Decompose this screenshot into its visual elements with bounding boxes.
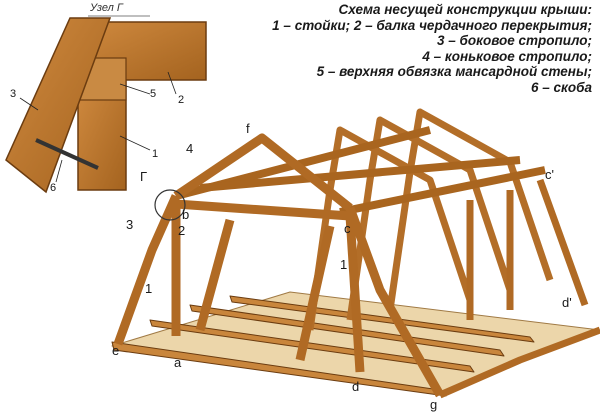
legend-line: 6 – скоба — [531, 79, 592, 95]
label-a: a — [174, 355, 182, 370]
legend-title: Схема несущей конструкции крыши: — [338, 2, 592, 17]
label-b: b — [182, 207, 190, 222]
legend-line: 3 – боковое стропило; — [437, 33, 592, 49]
front-side-rafter-left — [113, 194, 181, 346]
label-4: 4 — [186, 141, 194, 156]
legend: Схема несущей конструкции крыши: 1 – сто… — [262, 2, 592, 96]
front-side-rafter-right — [345, 206, 444, 398]
label-3: 3 — [126, 217, 134, 232]
label-d-prime: d' — [562, 295, 572, 310]
label-f: f — [246, 121, 250, 136]
inset-label-3: 3 — [10, 88, 17, 100]
label-c-prime: c' — [545, 167, 554, 182]
inset-bracket-6 — [35, 138, 99, 170]
label-d: d — [352, 379, 360, 394]
inset-label-2: 2 — [178, 94, 185, 106]
legend-line: 1 – стойки; 2 – балка чердачного перекры… — [272, 17, 592, 33]
inset-node-g — [5, 15, 207, 194]
main-frame — [111, 108, 600, 399]
inset-rafter-3 — [5, 17, 112, 194]
label-2: 2 — [178, 223, 186, 238]
legend-line: 4 – коньковое стропило; — [422, 48, 592, 64]
label-node-g: Г — [140, 169, 148, 184]
node-g-marker — [154, 189, 186, 221]
label-1-left: 1 — [145, 281, 153, 296]
inset-label-1: 1 — [152, 148, 159, 160]
front-ridge-rafters — [173, 133, 353, 212]
legend-line: 5 – верхняя обвязка мансардной стены; — [316, 64, 592, 80]
label-1-right: 1 — [340, 257, 348, 272]
label-c: c — [344, 221, 351, 236]
inset-label-5: 5 — [150, 88, 157, 100]
label-g: g — [430, 397, 438, 412]
inset-title: Узел Г — [90, 2, 123, 14]
label-e: e — [112, 343, 120, 358]
inset-label-6: 6 — [50, 182, 57, 194]
